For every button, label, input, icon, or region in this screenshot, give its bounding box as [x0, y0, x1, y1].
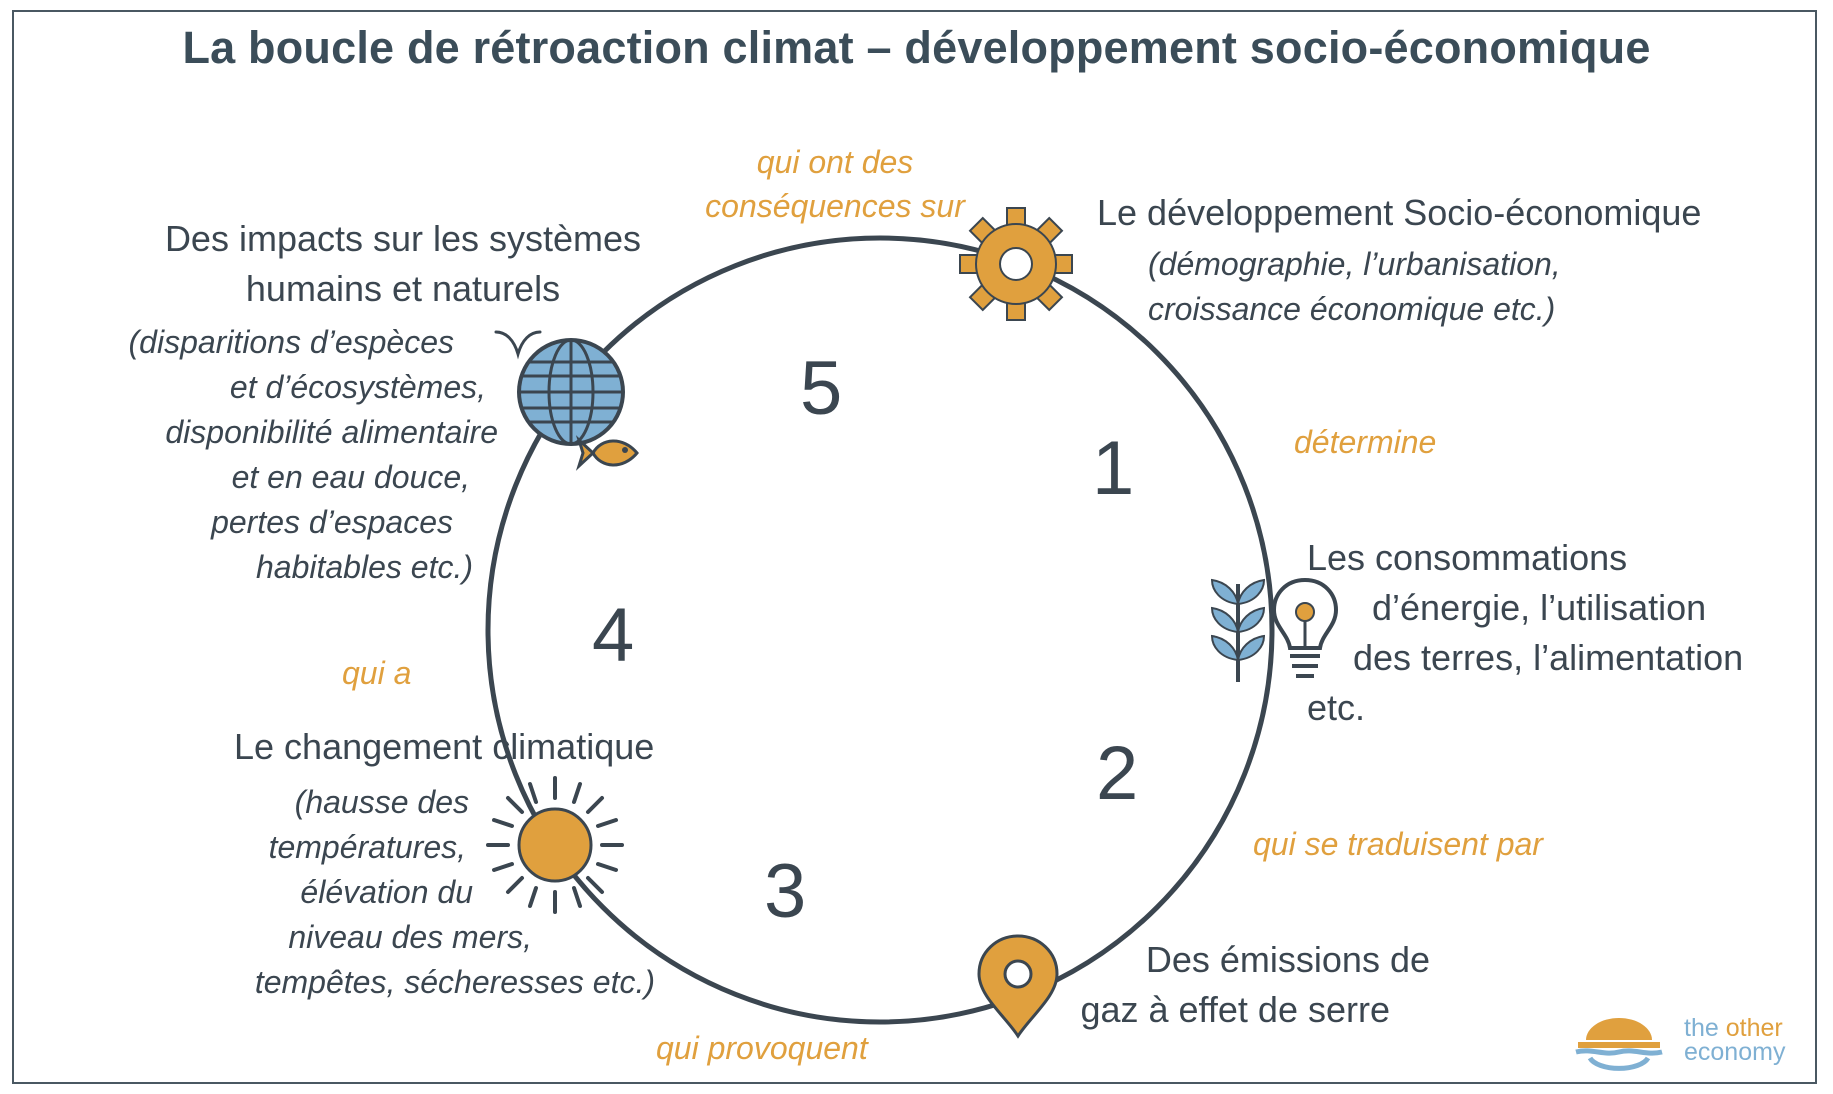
climate-detail-line: températures,: [268, 829, 466, 865]
impacts-detail-line: disponibilité alimentaire: [165, 414, 498, 450]
emissions-node-text: Des émissions de gaz à effet de serre: [1060, 935, 1430, 1035]
socio-detail-line: (démographie, l’urbanisation,: [1148, 246, 1561, 282]
impacts-detail-line: pertes d’espaces: [211, 504, 453, 540]
impacts-detail-line: habitables etc.): [255, 549, 473, 585]
impacts-node-details: (disparitions d’espèces et d’écosystèmes…: [90, 320, 499, 590]
step-number-3: 3: [764, 849, 807, 934]
emissions-line: gaz à effet de serre: [1080, 989, 1390, 1030]
connector-2: qui se traduisent par: [1253, 826, 1543, 862]
connector-3: qui provoquent: [656, 1030, 868, 1066]
climate-detail-line: (hausse des: [294, 784, 469, 820]
logo-icon: [1575, 1018, 1663, 1071]
logo-word-economy: economy: [1684, 1038, 1786, 1066]
energy-line: d’énergie, l’utilisation: [1372, 587, 1707, 628]
energy-line: etc.: [1307, 687, 1366, 728]
energy-line: Les consommations: [1307, 537, 1628, 578]
gear-icon: [959, 207, 1073, 321]
bird-icon: [494, 330, 542, 360]
step-number-2: 2: [1096, 731, 1139, 816]
logo-word-other: other: [1725, 1014, 1783, 1042]
emissions-line: Des émissions de: [1145, 939, 1430, 980]
impacts-detail-line: (disparitions d’espèces: [128, 324, 455, 360]
climate-detail-line: élévation du: [300, 874, 473, 910]
lightbulb-icon: [1271, 577, 1339, 678]
connector-5-line-2: conséquences sur: [705, 188, 965, 224]
climate-detail-line: tempêtes, sécheresses etc.): [254, 964, 655, 1000]
energy-node-text: Les consommations d’énergie, l’utilisati…: [1307, 533, 1743, 733]
plant-icon: [1210, 578, 1266, 682]
socio-node-details: (démographie, l’urbanisation, croissance…: [1148, 242, 1561, 332]
fish-icon: [575, 435, 639, 471]
logo-text: the other economy: [1684, 1014, 1786, 1066]
connector-1: détermine: [1294, 424, 1437, 460]
climate-node-title: Le changement climatique: [234, 726, 655, 767]
connector-5-line-1: qui ont des: [756, 144, 914, 180]
globe-icon: [517, 338, 625, 446]
logo-line-1: the other: [1684, 1014, 1785, 1042]
socio-node-title: Le développement Socio-économique: [1097, 192, 1702, 233]
diagram-frame: [12, 10, 1817, 1084]
step-number-4: 4: [592, 593, 635, 678]
climate-detail-line: niveau des mers,: [288, 919, 532, 955]
impacts-detail-line: et d’écosystèmes,: [229, 369, 486, 405]
location-pin-icon: [977, 934, 1059, 1039]
impacts-title-line: humains et naturels: [245, 268, 561, 309]
connector-4: qui a: [342, 655, 412, 691]
logo-word-the: the: [1684, 1014, 1719, 1042]
diagram-title: La boucle de rétroaction climat – dévelo…: [182, 22, 1651, 73]
impacts-node-title: Des impacts sur les systèmes humains et …: [148, 214, 658, 314]
step-number-1: 1: [1092, 426, 1135, 511]
socio-detail-line: croissance économique etc.): [1148, 291, 1556, 327]
connector-5: qui ont des conséquences sur: [690, 140, 980, 228]
energy-line: des terres, l’alimentation: [1353, 637, 1744, 678]
impacts-title-line: Des impacts sur les systèmes: [164, 218, 642, 259]
step-number-5: 5: [800, 346, 843, 431]
impacts-detail-line: et en eau douce,: [231, 459, 470, 495]
climate-node-details: (hausse des températures, élévation du n…: [160, 780, 655, 1005]
sun-icon: [486, 776, 624, 914]
